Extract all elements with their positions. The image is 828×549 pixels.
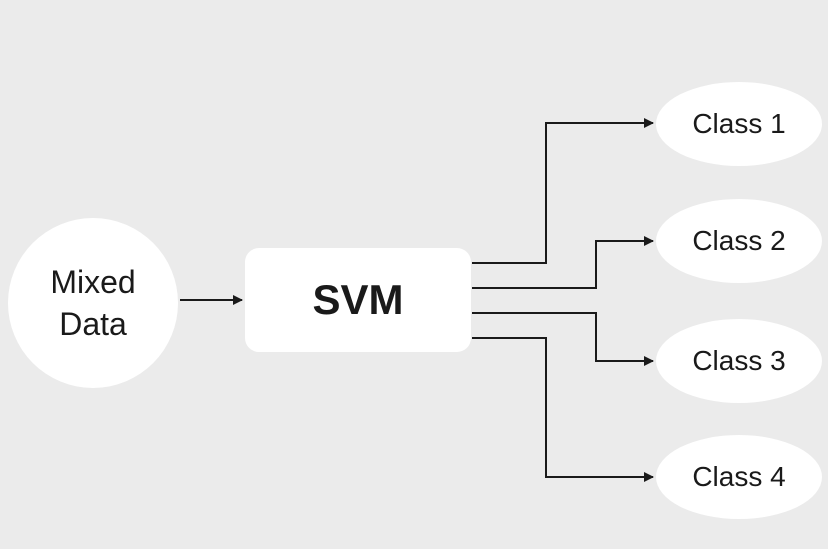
svm-to-class-2-arrow xyxy=(472,236,654,289)
class-2-node: Class 2 xyxy=(656,199,822,283)
svm-node: SVM xyxy=(245,248,471,352)
svm-to-class-1-arrow xyxy=(472,118,654,264)
class-2-label: Class 2 xyxy=(692,225,786,256)
class-3-node: Class 3 xyxy=(656,319,822,403)
svm-label: SVM xyxy=(312,276,404,323)
class-4-label: Class 4 xyxy=(692,461,786,492)
class-3-label: Class 3 xyxy=(692,345,786,376)
svm-to-class-3-arrow xyxy=(472,312,654,366)
class-4-node: Class 4 xyxy=(656,435,822,519)
input-node-line2: Data xyxy=(59,306,127,342)
input-node-line1: Mixed xyxy=(50,264,136,300)
class-1-label: Class 1 xyxy=(692,108,786,139)
svm-to-class-4-arrow xyxy=(472,337,654,482)
class-1-node: Class 1 xyxy=(656,82,822,166)
mixed-data-node: Mixed Data xyxy=(8,218,178,388)
